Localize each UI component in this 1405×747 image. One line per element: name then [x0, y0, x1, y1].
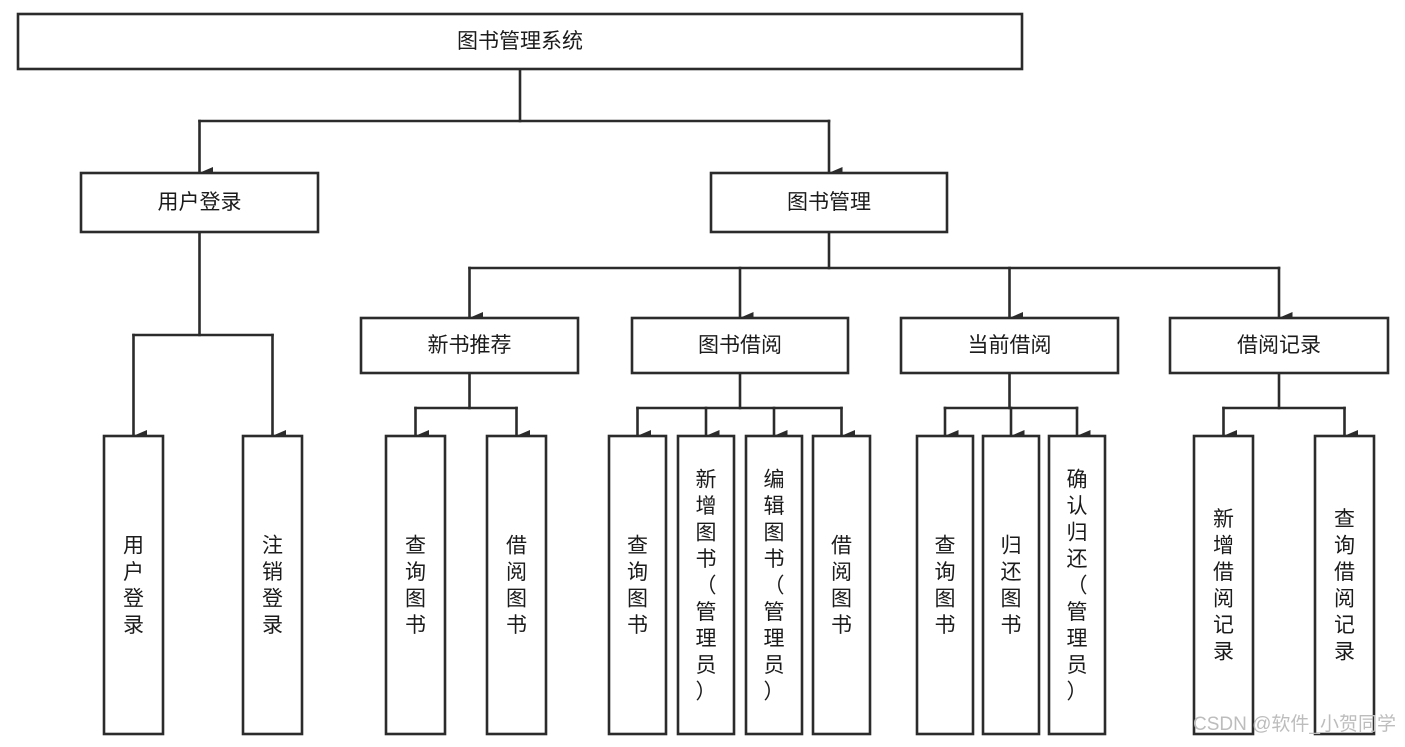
node-box-leaf-user-login: [102, 434, 165, 736]
node-box-leaf-borrow-book-2: [811, 434, 872, 736]
node-leaf-query-book-2[interactable]: 查询图书: [607, 434, 668, 736]
node-label-root: 图书管理系统: [457, 30, 583, 53]
node-layer: 图书管理系统用户登录图书管理新书推荐图书借阅当前借阅借阅记录用户登录注销登录查询…: [16, 12, 1390, 736]
node-book-manage[interactable]: 图书管理: [709, 171, 949, 234]
node-label-leaf-query-borrow-record: 查询借阅记录: [1334, 508, 1355, 664]
node-label-new-book-recommend: 新书推荐: [428, 334, 512, 357]
node-box-leaf-query-borrow-record: [1313, 434, 1376, 736]
node-box-root: [16, 12, 1024, 71]
node-box-current-borrow: [899, 316, 1120, 375]
node-leaf-query-borrow-record[interactable]: 查询借阅记录: [1313, 434, 1376, 736]
node-box-leaf-query-book-1: [384, 434, 447, 736]
node-leaf-borrow-book-1[interactable]: 借阅图书: [485, 434, 548, 736]
node-label-book-manage: 图书管理: [787, 191, 871, 214]
node-label-leaf-query-book-2: 查询图书: [627, 535, 648, 638]
node-box-book-manage: [709, 171, 949, 234]
node-box-book-borrow: [630, 316, 850, 375]
node-leaf-query-book-3[interactable]: 查询图书: [915, 434, 975, 736]
node-label-leaf-borrow-book-1: 借阅图书: [506, 535, 527, 638]
node-box-leaf-confirm-return-admin: [1047, 434, 1107, 736]
node-label-leaf-add-borrow-record: 新增借阅记录: [1213, 508, 1234, 664]
node-leaf-logout[interactable]: 注销登录: [241, 434, 304, 736]
node-box-leaf-borrow-book-1: [485, 434, 548, 736]
node-leaf-borrow-book-2[interactable]: 借阅图书: [811, 434, 872, 736]
edge-layer: [132, 67, 1358, 442]
node-box-user-login: [79, 171, 320, 234]
node-label-leaf-add-book-admin: 新增图书（管理员）: [696, 468, 717, 703]
csdn-watermark: CSDN @软件_小贺同学: [1193, 713, 1396, 735]
node-label-current-borrow: 当前借阅: [968, 334, 1052, 357]
node-label-book-borrow: 图书借阅: [698, 334, 782, 357]
node-label-leaf-query-book-1: 查询图书: [405, 535, 426, 638]
node-box-leaf-edit-book-admin: [744, 434, 804, 736]
node-box-leaf-return-book: [981, 434, 1041, 736]
node-leaf-return-book[interactable]: 归还图书: [981, 434, 1041, 736]
node-label-leaf-confirm-return-admin: 确认归还（管理员）: [1067, 468, 1088, 703]
node-label-leaf-edit-book-admin: 编辑图书（管理员）: [764, 468, 785, 703]
node-new-book-recommend[interactable]: 新书推荐: [359, 316, 580, 375]
node-leaf-add-borrow-record[interactable]: 新增借阅记录: [1192, 434, 1255, 736]
node-box-leaf-query-book-2: [607, 434, 668, 736]
node-borrow-record[interactable]: 借阅记录: [1168, 316, 1390, 375]
node-current-borrow[interactable]: 当前借阅: [899, 316, 1120, 375]
node-user-login[interactable]: 用户登录: [79, 171, 320, 234]
node-box-leaf-add-book-admin: [676, 434, 736, 736]
node-label-leaf-borrow-book-2: 借阅图书: [831, 535, 852, 638]
node-box-leaf-query-book-3: [915, 434, 975, 736]
node-label-leaf-query-book-3: 查询图书: [935, 535, 956, 638]
node-label-user-login: 用户登录: [158, 191, 242, 214]
node-leaf-user-login[interactable]: 用户登录: [102, 434, 165, 736]
node-leaf-add-book-admin[interactable]: 新增图书（管理员）: [676, 434, 736, 736]
node-box-leaf-add-borrow-record: [1192, 434, 1255, 736]
node-leaf-query-book-1[interactable]: 查询图书: [384, 434, 447, 736]
node-book-borrow[interactable]: 图书借阅: [630, 316, 850, 375]
node-label-leaf-return-book: 归还图书: [1001, 535, 1022, 638]
node-leaf-edit-book-admin[interactable]: 编辑图书（管理员）: [744, 434, 804, 736]
node-box-borrow-record: [1168, 316, 1390, 375]
node-box-new-book-recommend: [359, 316, 580, 375]
node-leaf-confirm-return-admin[interactable]: 确认归还（管理员）: [1047, 434, 1107, 736]
node-label-leaf-logout: 注销登录: [262, 535, 283, 638]
node-root[interactable]: 图书管理系统: [16, 12, 1024, 71]
node-box-leaf-logout: [241, 434, 304, 736]
node-label-leaf-user-login: 用户登录: [123, 535, 144, 638]
node-label-borrow-record: 借阅记录: [1237, 334, 1321, 357]
